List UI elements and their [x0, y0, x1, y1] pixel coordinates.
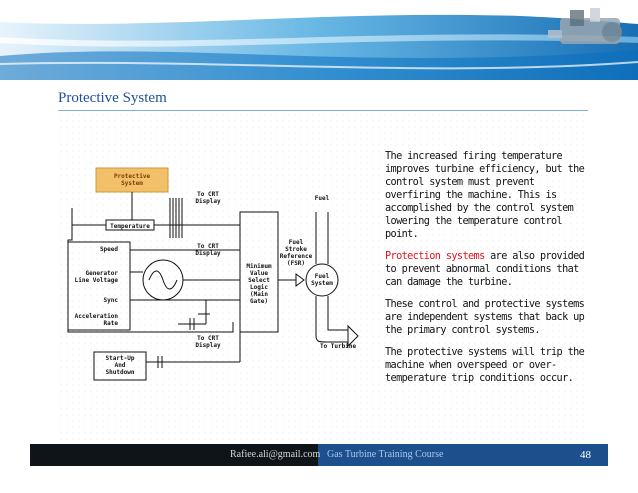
title-divider [58, 110, 588, 111]
footer-email: Rafiee.ali@gmail.com [230, 449, 321, 460]
paragraph-1: The increased firing temperature improve… [385, 151, 585, 240]
to-turbine-label: To Turbine [320, 343, 357, 350]
highlight-protection-systems: Protection systems [385, 251, 485, 262]
slide-text-body: The increased firing temperature improve… [385, 150, 595, 394]
slide-header-banner [0, 0, 638, 80]
paragraph-4: The protective systems will trip the mac… [385, 347, 585, 384]
fuel-label: Fuel [315, 195, 330, 202]
temperature-label: Temperature [110, 223, 150, 230]
sync-label: Sync [104, 297, 119, 304]
slide-page-number: 48 [580, 449, 591, 461]
paragraph-3: These control and protective systems are… [385, 299, 585, 336]
header-wave-graphic [0, 0, 638, 80]
speed-label: Speed [100, 246, 118, 253]
paragraph-2-text: are also provided to prevent abnormal co… [385, 251, 585, 288]
footer-dark-band [30, 444, 318, 466]
slide-footer: Rafiee.ali@gmail.com Gas Turbine Trainin… [0, 444, 638, 466]
footer-course-name: Gas Turbine Training Course [327, 449, 444, 460]
footer-blue-band [318, 444, 608, 466]
turbine-illustration [548, 8, 622, 44]
slide-title: Protective System [58, 90, 167, 106]
paragraph-2: Protection systems are also provided to … [385, 250, 595, 289]
